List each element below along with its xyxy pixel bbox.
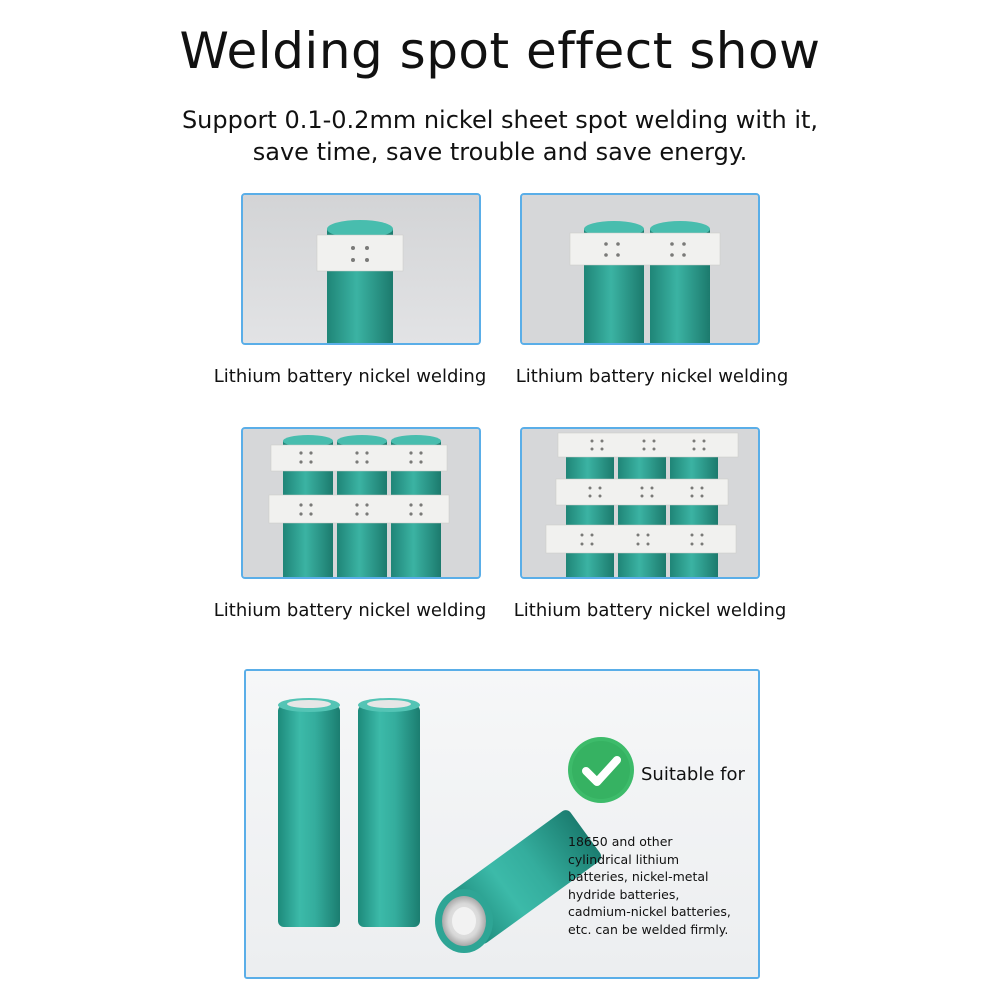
subtitle-line-1: Support 0.1-0.2mm nickel sheet spot weld… <box>181 106 819 134</box>
welding-photo-pack-two-strips <box>241 427 481 579</box>
subtitle-line-2: save time, save trouble and save energy. <box>252 138 748 166</box>
description-line: batteries, nickel-metal <box>568 869 709 884</box>
description-line: 18650 and other <box>568 834 673 849</box>
caption-1: Lithium battery nickel welding <box>213 366 487 387</box>
description-line: cylindrical lithium <box>568 851 680 867</box>
caption-2: Lithium battery nickel welding <box>515 366 789 387</box>
description-line: hydride batteries, <box>568 886 680 902</box>
welding-photo-single-cell <box>241 193 481 345</box>
caption-3: Lithium battery nickel welding <box>213 600 487 621</box>
description-line: cadmium-nickel batteries, <box>568 904 731 919</box>
check-circle-icon <box>568 737 634 803</box>
batteries-illustration <box>246 671 758 977</box>
two-cells-illustration <box>522 195 758 343</box>
page-title: Welding spot effect show <box>179 22 821 80</box>
suitable-for-panel: Suitable for 18650 and other cylindrical… <box>244 669 760 979</box>
caption-4: Lithium battery nickel welding <box>513 600 787 621</box>
suitable-for-label: Suitable for <box>641 764 745 785</box>
single-cell-illustration <box>243 195 479 343</box>
description-line: etc. can be welded firmly. <box>568 921 729 937</box>
welding-photo-pack-three-strips <box>520 427 760 579</box>
welding-photo-two-cells <box>520 193 760 345</box>
pack-three-strips-illustration <box>522 429 758 577</box>
pack-two-strips-illustration <box>243 429 479 577</box>
page-subtitle: Support 0.1-0.2mm nickel sheet spot weld… <box>100 104 900 168</box>
suitable-description: 18650 and other cylindrical lithium batt… <box>568 833 754 938</box>
